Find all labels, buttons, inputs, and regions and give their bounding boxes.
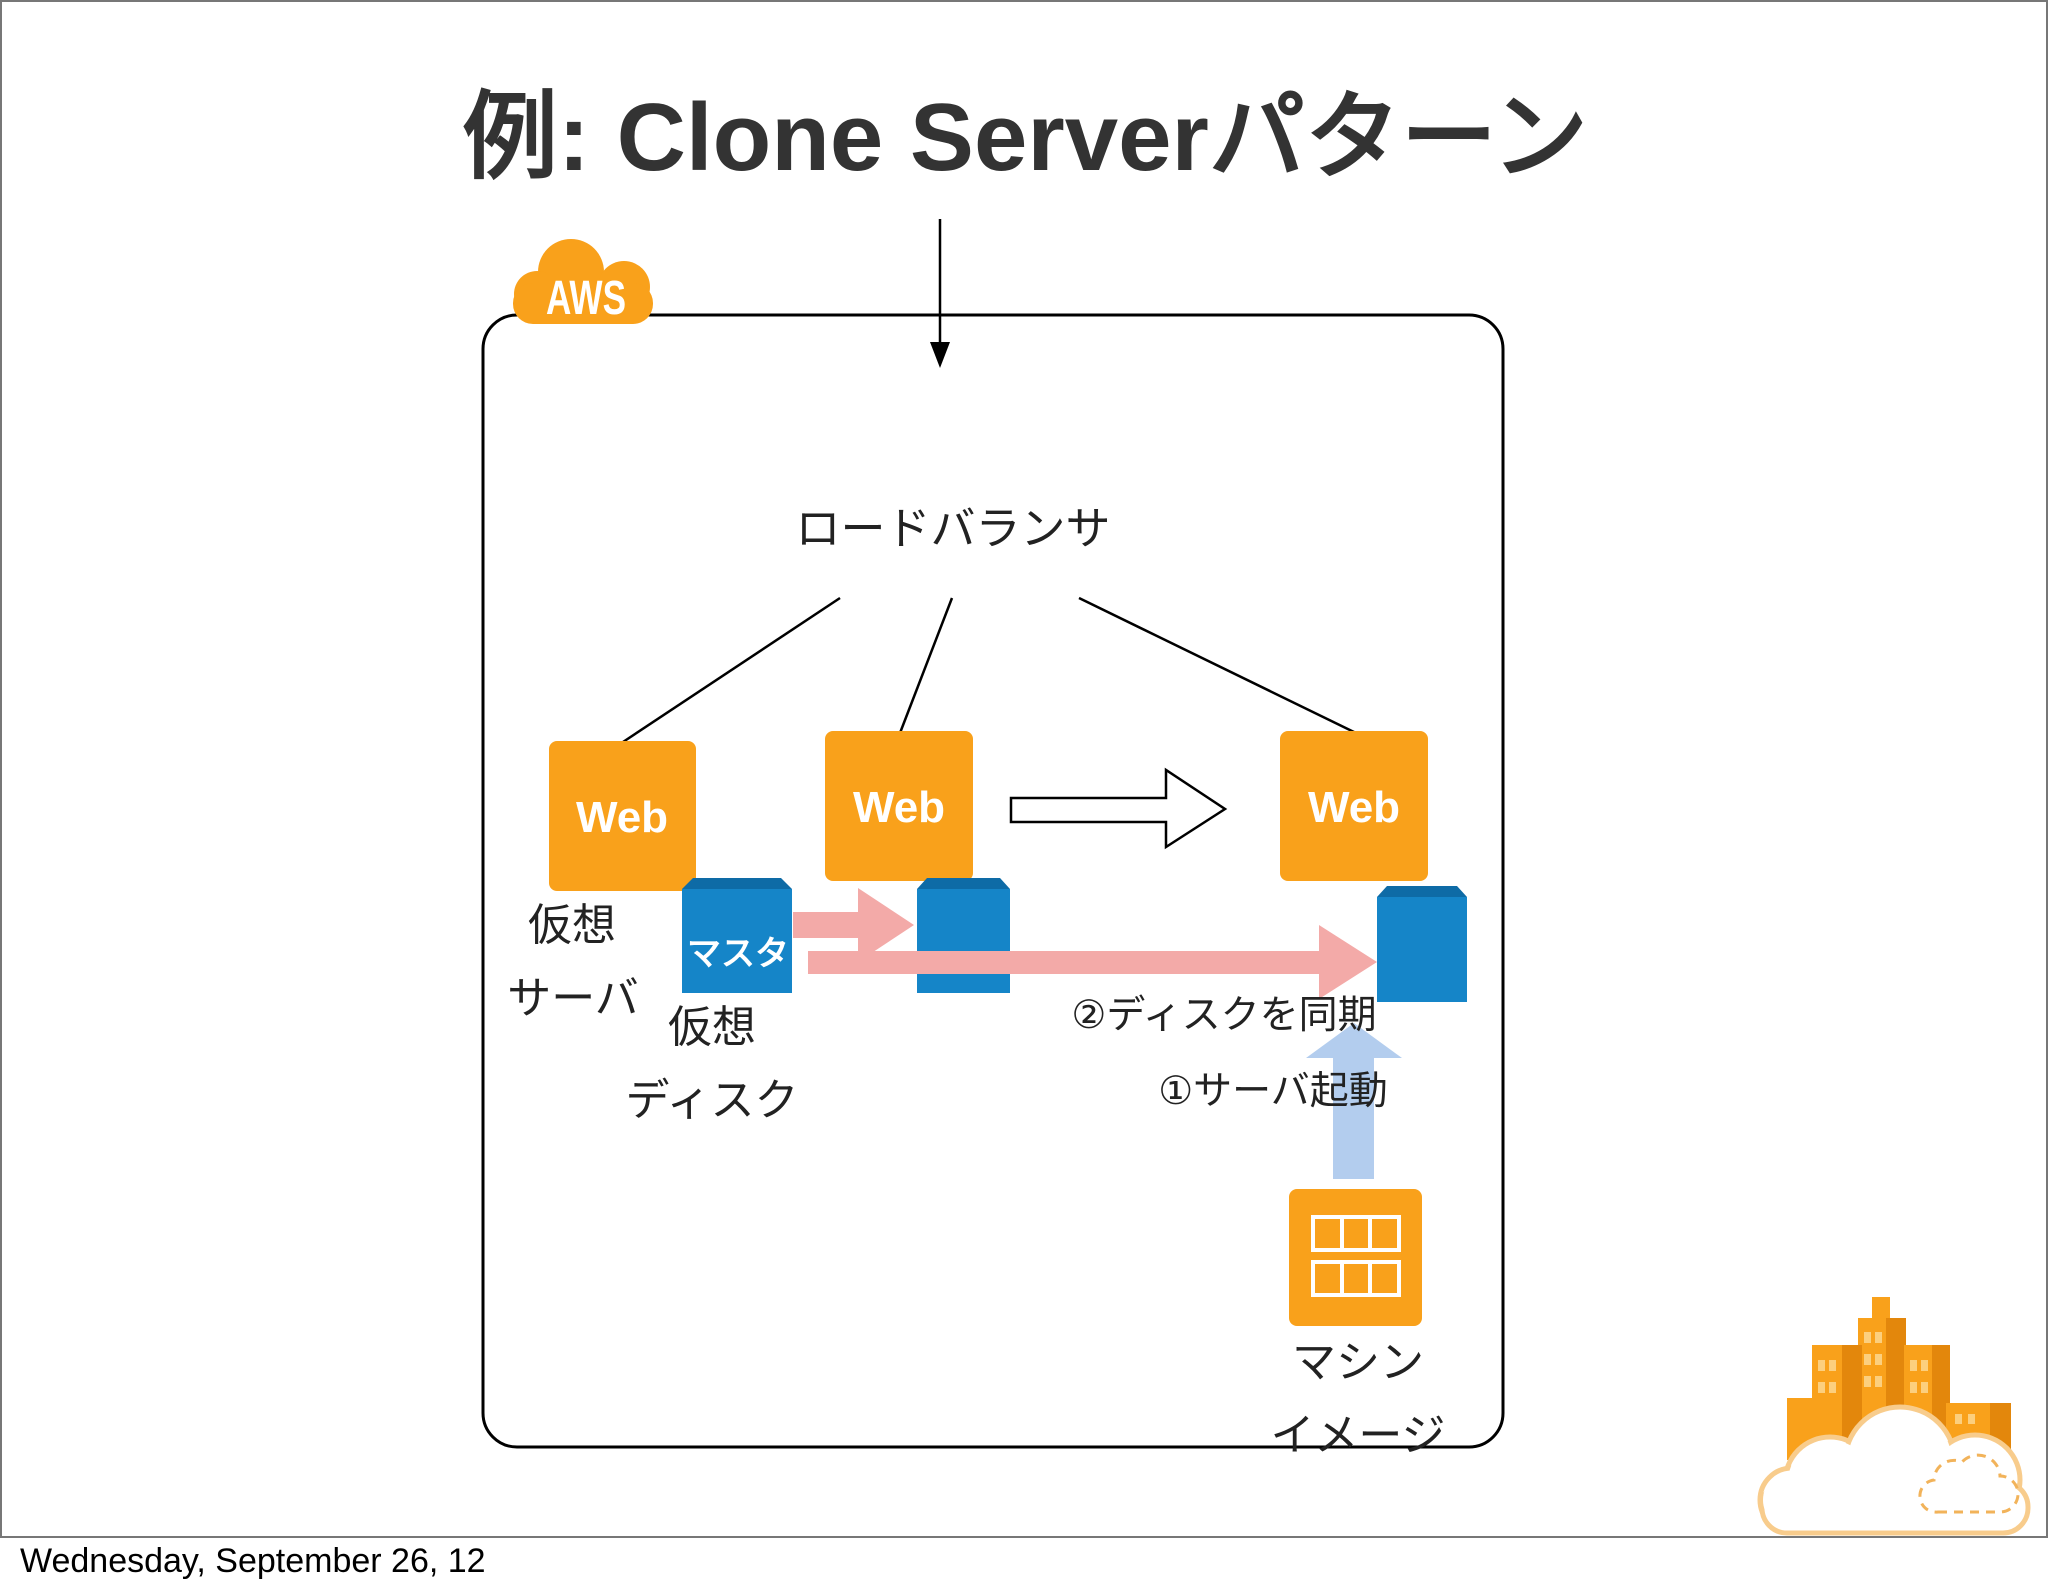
logo-window bbox=[1921, 1382, 1928, 1393]
logo-building bbox=[1872, 1297, 1890, 1322]
logo-window bbox=[1818, 1382, 1825, 1393]
step-sync-disk-label: ②ディスクを同期 bbox=[1071, 993, 1376, 1038]
machine-image-label-line1: マシン bbox=[1292, 1337, 1424, 1388]
disk-body bbox=[1377, 897, 1467, 1002]
disk-body bbox=[917, 889, 1010, 993]
hollow-right-arrow-icon bbox=[1009, 767, 1228, 850]
web-server-2: Web bbox=[825, 731, 973, 881]
sync-arrow-long bbox=[808, 925, 1377, 999]
logo-window bbox=[1829, 1382, 1836, 1393]
machine-image-icon bbox=[1289, 1189, 1422, 1326]
logo-dashed-cloud bbox=[1918, 1453, 2020, 1514]
web-server-label: Web bbox=[853, 783, 945, 832]
web-server-label: Web bbox=[576, 793, 668, 842]
disk-top-face bbox=[1377, 886, 1467, 897]
virtual-disk-label-line1: 仮想 bbox=[668, 1002, 756, 1053]
web-server-box bbox=[1280, 731, 1428, 881]
disk-2 bbox=[917, 878, 1010, 993]
logo-cloud-fill bbox=[1765, 1485, 2025, 1530]
slide-title: 例: Clone Serverパターン bbox=[462, 84, 1588, 191]
logo-window bbox=[1910, 1382, 1917, 1393]
logo-window bbox=[1875, 1332, 1882, 1343]
disk-top-face bbox=[682, 878, 792, 889]
logo-window bbox=[1864, 1376, 1871, 1387]
web-server-box bbox=[549, 741, 696, 891]
web-server-box bbox=[825, 731, 973, 881]
load-balancer-connections bbox=[622, 596, 1357, 744]
virtual-server-label-line1: 仮想 bbox=[528, 900, 616, 951]
footer-date: Wednesday, September 26, 12 bbox=[20, 1542, 486, 1580]
logo-window bbox=[1910, 1360, 1917, 1371]
web-server-1: Web bbox=[549, 741, 696, 891]
lb-connection-line bbox=[1078, 596, 1357, 735]
aws-cloud-icon: AWS bbox=[513, 239, 653, 325]
logo-window bbox=[1968, 1414, 1975, 1424]
logo-window bbox=[1921, 1360, 1928, 1371]
logo-window bbox=[1829, 1360, 1836, 1371]
web-server-3: Web bbox=[1280, 731, 1428, 881]
aws-badge-text: AWS bbox=[546, 272, 626, 325]
aws-cloud-shape bbox=[513, 283, 653, 324]
virtual-disk-label-line2: ディスク bbox=[626, 1075, 799, 1126]
incoming-request-arrow bbox=[930, 219, 950, 368]
disk-3 bbox=[1377, 886, 1467, 1002]
machine-image-label-line2: イメージ bbox=[1270, 1410, 1445, 1461]
machine-image-grid-row bbox=[1311, 1260, 1401, 1297]
disk-top-face bbox=[917, 878, 1010, 889]
slide-frame bbox=[0, 0, 2048, 1538]
logo-window bbox=[1955, 1414, 1962, 1424]
master-disk-label: マスタ bbox=[687, 934, 789, 974]
web-server-label: Web bbox=[1308, 783, 1400, 832]
logo-window bbox=[1875, 1354, 1882, 1365]
step-start-server-label: ①サーバ起動 bbox=[1158, 1069, 1388, 1114]
building-cloud-logo bbox=[1757, 1297, 2031, 1536]
logo-window bbox=[1864, 1354, 1871, 1365]
aws-region-container bbox=[481, 313, 1505, 1449]
lb-connection-line bbox=[898, 597, 954, 734]
launch-arrow bbox=[1306, 1023, 1402, 1179]
sync-arrow-short bbox=[793, 888, 914, 962]
machine-image-box bbox=[1289, 1189, 1422, 1326]
disk-body bbox=[682, 889, 792, 993]
logo-window bbox=[1875, 1376, 1882, 1387]
virtual-server-label-line2: サーバ bbox=[507, 973, 639, 1024]
machine-image-grid-row bbox=[1311, 1215, 1401, 1252]
lb-connection-line bbox=[622, 596, 841, 744]
load-balancer-label: ロードバランサ bbox=[795, 502, 1110, 555]
incoming-arrow-head bbox=[930, 342, 950, 368]
logo-window bbox=[1818, 1360, 1825, 1371]
logo-window bbox=[1864, 1332, 1871, 1343]
master-disk: マスタ bbox=[682, 878, 792, 993]
